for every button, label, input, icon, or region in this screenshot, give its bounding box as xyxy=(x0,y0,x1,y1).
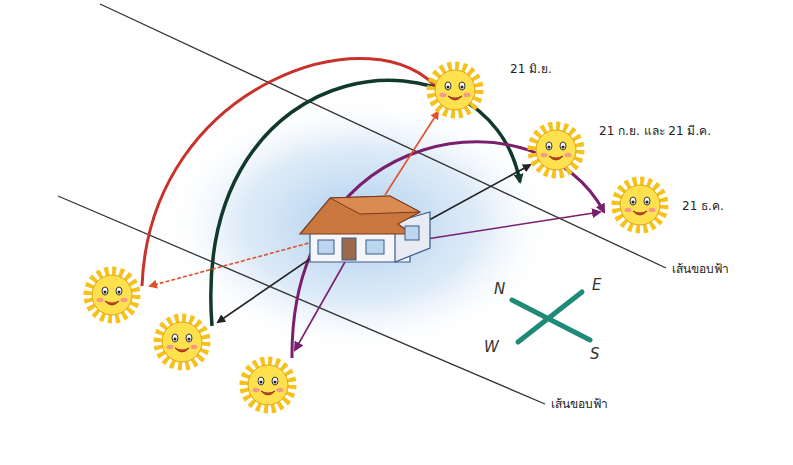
compass-letter: N xyxy=(492,280,507,298)
compass-letter: S xyxy=(588,345,602,363)
date-label: 21 ธ.ค. xyxy=(680,199,726,213)
house xyxy=(300,196,430,262)
horizon-label: เส้นขอบฟ้า xyxy=(670,262,731,276)
date-label: 21 มิ.ย. xyxy=(508,62,554,76)
compass-letter: E xyxy=(590,276,603,294)
horizon-label: เส้นขอบฟ้า xyxy=(549,397,610,411)
date-label: 21 ก.ย. และ 21 มี.ค. xyxy=(597,124,713,138)
compass-letter: W xyxy=(482,338,501,356)
